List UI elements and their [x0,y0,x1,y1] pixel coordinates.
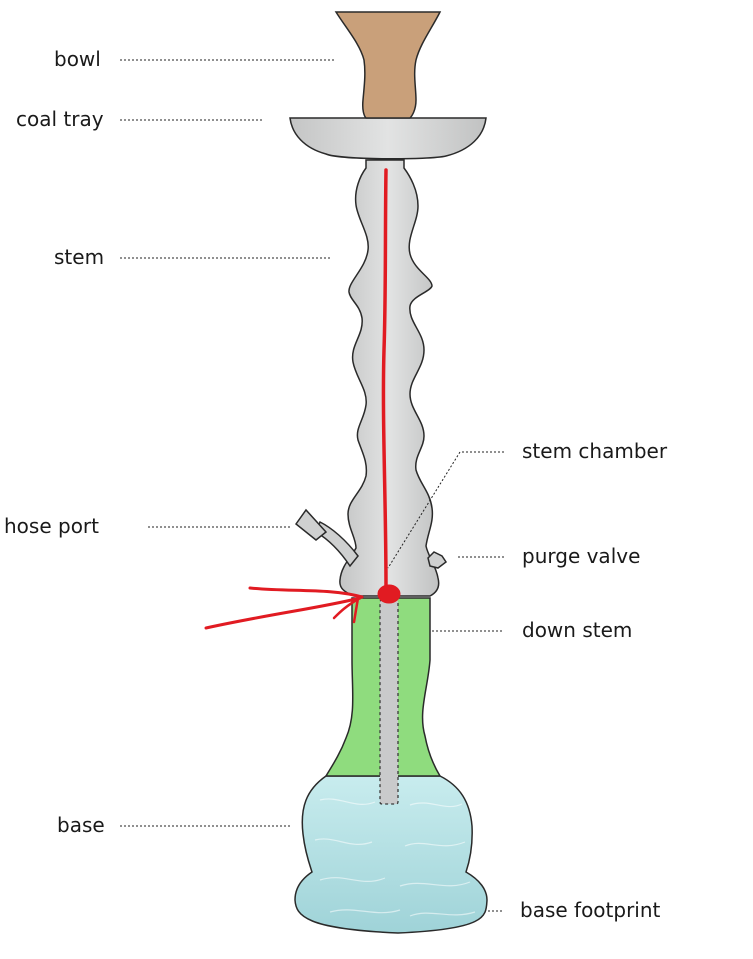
label-coal-tray: coal tray [16,107,104,131]
labels: bowl coal tray stem hose port base stem … [4,47,668,922]
leader-lines [120,59,504,912]
label-hose-port: hose port [4,514,99,538]
smoke-path [204,168,401,630]
down-stem [379,599,399,805]
label-base: base [57,813,105,837]
label-purge-valve: purge valve [522,544,640,568]
base-water-body [294,775,488,934]
label-bowl: bowl [54,47,101,71]
coal-tray [289,117,487,160]
water-texture [314,798,476,917]
label-stem-chamber: stem chamber [522,439,668,463]
label-base-footprint: base footprint [520,898,661,922]
label-down-stem: down stem [522,618,632,642]
label-stem: stem [54,245,104,269]
bowl [334,11,442,119]
hookah-stem [339,159,440,597]
purge-valve [427,551,448,569]
hose-port [294,508,359,568]
